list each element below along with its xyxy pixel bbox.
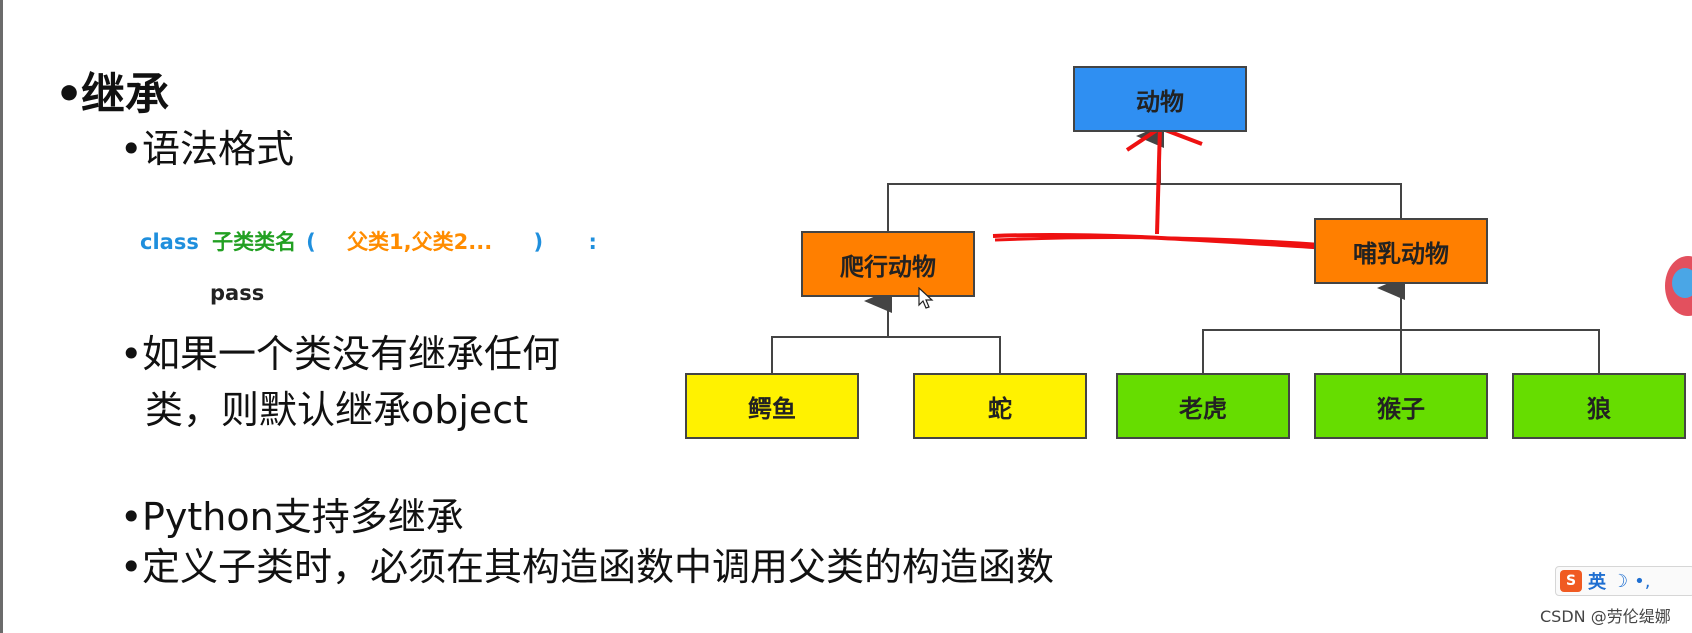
node-reptile: 爬行动物 (801, 231, 975, 297)
slide-left-border (0, 0, 3, 633)
bullet-multi-text: Python支持多继承 (142, 495, 464, 539)
node-mammal: 哺乳动物 (1314, 218, 1488, 284)
moon-icon[interactable]: ☽ (1612, 570, 1629, 592)
bullet-grammar-text: 语法格式 (142, 127, 295, 171)
slide-title: 继承 (81, 69, 169, 120)
watermark: CSDN @劳伦缇娜 (1540, 607, 1671, 626)
node-monkey: 猴子 (1314, 373, 1488, 439)
bullet-multi-inheritance: • Python支持多继承 (120, 486, 464, 541)
bullet-dot: • (120, 545, 143, 589)
annotation-red-horizontal-2 (994, 236, 1329, 247)
bullet-dot: • (120, 495, 143, 539)
code-body: pass (210, 281, 265, 305)
ime-language-toggle[interactable]: 英 (1588, 572, 1606, 593)
bullet-grammar: • 语法格式 (120, 118, 294, 173)
code-colon: : (588, 230, 597, 254)
ime-toolbar[interactable]: S 英 ☽ •, (1555, 566, 1692, 596)
code-open-paren: ( (306, 230, 316, 254)
code-class-name: 子类类名 (212, 230, 297, 254)
bullet-dot: • (120, 332, 143, 376)
node-snake: 蛇 (913, 373, 1087, 439)
bullet-title: • 继承 (55, 58, 169, 122)
bullet-object-line1: 如果一个类没有继承任何 (142, 332, 561, 376)
floating-assistant-face-icon (1672, 268, 1692, 298)
bullet-define-text: 定义子类时，必须在其构造函数中调用父类的构造函数 (142, 545, 1055, 589)
code-syntax: class 子类类名 ( 父类1,父类2... ) : (140, 226, 603, 256)
code-keyword: class (140, 230, 199, 254)
dot-icon[interactable]: •, (1634, 570, 1651, 592)
node-crocodile: 鳄鱼 (685, 373, 859, 439)
bullet-object-line2: 类，则默认继承object (145, 388, 529, 432)
node-animal: 动物 (1073, 66, 1247, 132)
connector-reptile-children (771, 336, 1001, 373)
mouse-pointer-icon (918, 287, 934, 309)
bullet-dot: • (120, 127, 143, 171)
code-parents: 父类1,父类2... (347, 230, 493, 254)
code-close-paren: ) (533, 230, 544, 254)
node-tiger: 老虎 (1116, 373, 1290, 439)
sogou-logo-icon[interactable]: S (1560, 570, 1582, 592)
bullet-dot: • (55, 69, 84, 120)
annotation-red-vertical (1155, 125, 1162, 235)
connector-level1-to-root (887, 183, 1402, 231)
node-wolf: 狼 (1512, 373, 1686, 439)
bullet-object: • 如果一个类没有继承任何 类，则默认继承object (120, 326, 560, 438)
bullet-define-subclass: • 定义子类时，必须在其构造函数中调用父类的构造函数 (120, 536, 1054, 591)
